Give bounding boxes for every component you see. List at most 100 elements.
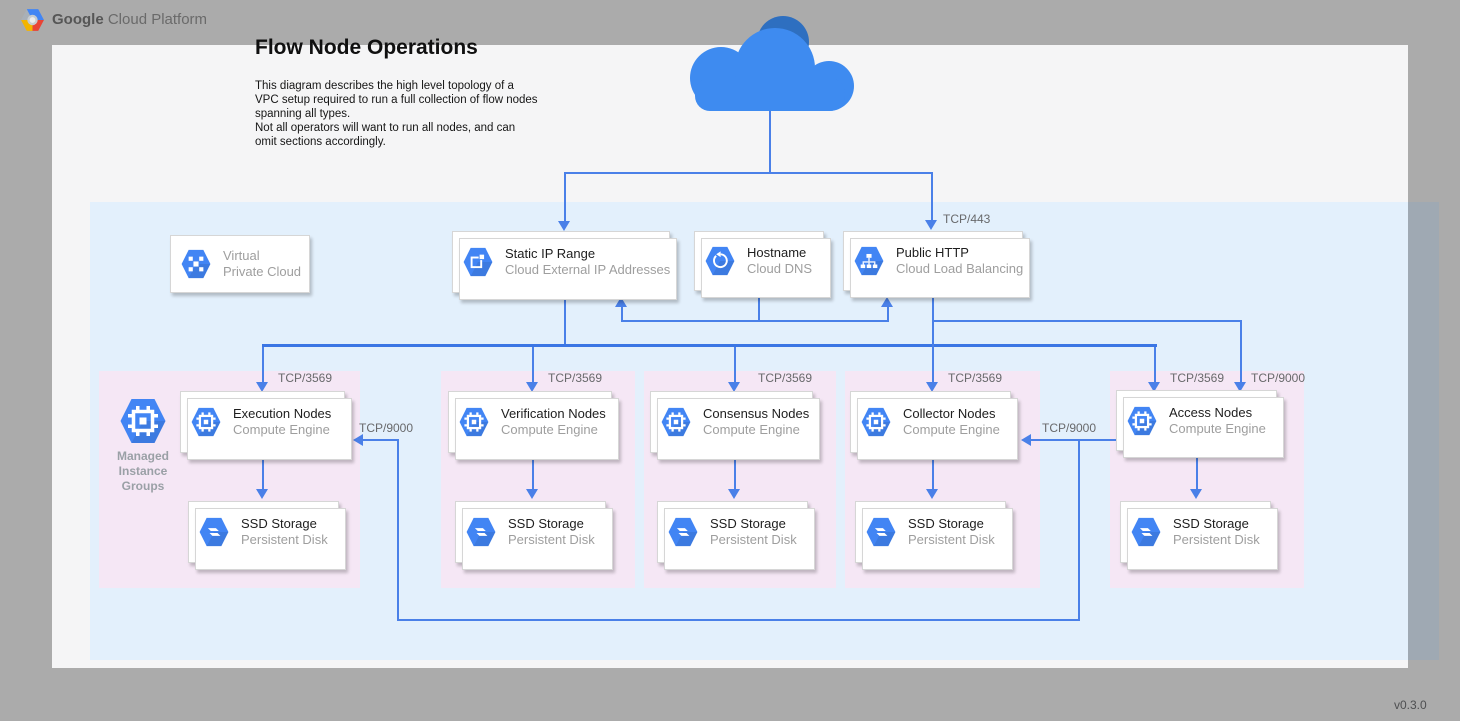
card-title: SSD Storage: [908, 516, 984, 531]
connector-line: [262, 457, 264, 490]
port-label: TCP/443: [943, 212, 991, 226]
card-subtitle: Private Cloud: [223, 264, 302, 279]
connector-line: [734, 457, 736, 490]
connector-line: [532, 457, 534, 490]
connector-line: [932, 297, 934, 383]
static-ip-range-card: Static IP Range Cloud External IP Addres…: [452, 231, 677, 300]
connector-line: [932, 457, 934, 490]
card-subtitle: Compute Engine: [501, 422, 598, 437]
arrowhead: [925, 220, 937, 230]
card-title: Execution Nodes: [233, 406, 332, 421]
persistent-disk-icon: [667, 516, 699, 548]
connector-line: [887, 306, 889, 320]
connector-line: [1031, 439, 1117, 441]
verification-nodes-card: Verification Nodes Compute Engine: [448, 391, 619, 460]
arrowhead: [558, 221, 570, 231]
public-http-card: Public HTTP Cloud Load Balancing: [843, 231, 1030, 298]
description-paragraph-2: Not all operators will want to run all n…: [255, 122, 516, 148]
card-subtitle: Persistent Disk: [908, 532, 995, 547]
virtual-private-cloud-card: Virtual Private Cloud: [170, 235, 310, 293]
arrowhead: [1190, 489, 1202, 499]
hostname-card: Hostname Cloud DNS: [694, 231, 831, 298]
ssd-storage-card: SSD Storage Persistent Disk: [855, 501, 1013, 570]
page-title: Flow Node Operations: [255, 36, 478, 59]
card-subtitle: Compute Engine: [233, 422, 330, 437]
port-label: TCP/3569: [1170, 371, 1225, 385]
execution-nodes-card: Execution Nodes Compute Engine: [180, 391, 352, 460]
arrowhead: [256, 382, 268, 392]
internet-cloud-icon: [683, 16, 863, 112]
description-paragraph-1: This diagram describes the high level to…: [255, 80, 538, 120]
arrowhead: [615, 297, 627, 307]
compute-engine-icon: [660, 406, 692, 438]
persistent-disk-icon: [1130, 516, 1162, 548]
card-subtitle: Persistent Disk: [1173, 532, 1260, 547]
card-title: SSD Storage: [508, 516, 584, 531]
card-title: Public HTTP: [896, 245, 969, 260]
vpc-icon: [180, 248, 212, 280]
arrowhead: [256, 489, 268, 499]
managed-instance-groups-icon: [118, 396, 168, 446]
connector-line: [397, 619, 1080, 621]
port-label: TCP/9000: [359, 421, 414, 435]
port-label: TCP/3569: [278, 371, 333, 385]
card-title: Access Nodes: [1169, 404, 1253, 420]
persistent-disk-icon: [465, 516, 497, 548]
arrowhead: [1234, 382, 1246, 392]
arrowhead: [1021, 434, 1031, 446]
consensus-nodes-card: Consensus Nodes Compute Engine: [650, 391, 820, 460]
card-subtitle: Cloud External IP Addresses: [505, 262, 671, 277]
arrowhead: [728, 489, 740, 499]
port-label: TCP/3569: [758, 371, 813, 385]
ssd-storage-card: SSD Storage Persistent Disk: [1120, 501, 1278, 570]
brand-cloud-platform: Cloud Platform: [103, 11, 208, 28]
version-label: v0.3.0: [1394, 698, 1427, 712]
card-subtitle: Persistent Disk: [710, 532, 797, 547]
card-title: SSD Storage: [1173, 516, 1249, 531]
compute-engine-icon: [1126, 405, 1158, 437]
ssd-storage-card: SSD Storage Persistent Disk: [188, 501, 346, 570]
card-subtitle: Cloud DNS: [747, 261, 813, 276]
connector-line: [397, 439, 399, 621]
connector-line: [1196, 452, 1198, 490]
connector-line: [769, 111, 771, 173]
arrowhead: [881, 297, 893, 307]
port-label: TCP/9000: [1042, 421, 1097, 435]
card-subtitle: Compute Engine: [903, 422, 1000, 437]
gcp-logo-icon: [19, 7, 46, 33]
compute-engine-icon: [458, 406, 490, 438]
connector-line: [362, 439, 399, 441]
arrowhead: [353, 434, 363, 446]
card-title: Verification Nodes: [501, 406, 606, 421]
card-subtitle: Persistent Disk: [241, 532, 328, 547]
arrowhead: [526, 489, 538, 499]
port-label: TCP/3569: [548, 371, 603, 385]
compute-engine-icon: [190, 406, 222, 438]
distribution-bus-line: [262, 344, 1157, 347]
connector-line: [734, 347, 736, 383]
port-label: TCP/9000: [1251, 371, 1306, 385]
card-title: Collector Nodes: [903, 406, 996, 421]
connector-line: [621, 320, 889, 322]
connector-line: [564, 173, 566, 222]
card-title: Consensus Nodes: [703, 406, 810, 421]
persistent-disk-icon: [865, 516, 897, 548]
arrowhead: [926, 489, 938, 499]
managed-instance-groups-label: Managed Instance Groups: [116, 449, 169, 493]
brand-google: Google: [52, 11, 104, 28]
arrowhead: [1148, 382, 1160, 392]
connector-line: [1154, 347, 1156, 383]
ssd-storage-card: SSD Storage Persistent Disk: [657, 501, 815, 570]
ssd-storage-card: SSD Storage Persistent Disk: [455, 501, 613, 570]
arrowhead: [526, 382, 538, 392]
card-title: Virtual: [223, 248, 260, 263]
connector-line: [621, 306, 623, 320]
connector-line: [758, 296, 760, 321]
connector-line: [262, 347, 264, 383]
arrowhead: [926, 382, 938, 392]
connector-line: [931, 173, 933, 221]
page-description: This diagram describes the high level to…: [255, 79, 539, 149]
persistent-disk-icon: [198, 516, 230, 548]
connector-line: [1078, 439, 1080, 621]
connector-line: [564, 300, 566, 345]
